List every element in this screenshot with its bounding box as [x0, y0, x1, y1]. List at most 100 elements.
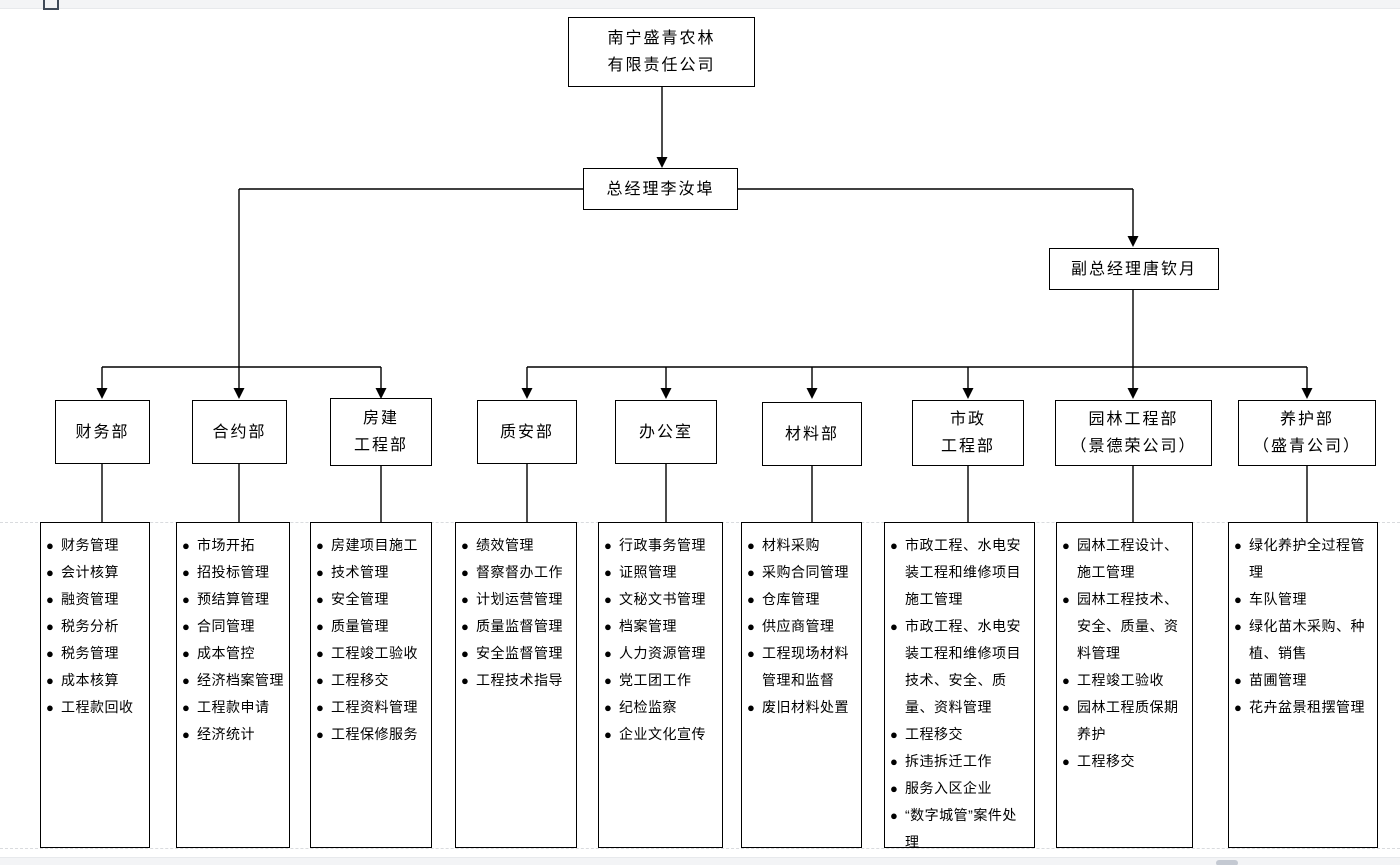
- bullet-icon: ●: [604, 565, 613, 580]
- duty-item: ●工程保修服务: [316, 721, 428, 748]
- deputy-general-manager-box: 副总经理唐钦月: [1049, 248, 1219, 290]
- dept-name-line2: 工程部: [353, 437, 408, 454]
- dept-box-contract: 合约部: [192, 400, 287, 464]
- duty-item: ●花卉盆景租摆管理: [1234, 694, 1374, 721]
- bullet-icon: ●: [316, 673, 325, 688]
- bullet-icon: ●: [747, 700, 756, 715]
- general-manager-label: 总经理李汝埠: [606, 180, 715, 198]
- duty-text: 花卉盆景租摆管理: [1249, 699, 1365, 715]
- bullet-icon: ●: [461, 538, 470, 553]
- duty-list-box-contract: ●市场开拓●招投标管理●预结算管理●合同管理●成本管控●经济档案管理●工程款申请…: [176, 522, 290, 848]
- duty-item: ●园林工程质保期养护: [1062, 694, 1189, 748]
- bullet-icon: ●: [1062, 538, 1071, 553]
- duty-text: 工程移交: [1077, 753, 1135, 769]
- duty-item: ●会计核算: [46, 559, 146, 586]
- duty-text: 工程款回收: [61, 699, 134, 715]
- duty-text: 税务分析: [61, 618, 119, 634]
- bottom-statusbar-strip: [0, 857, 1400, 865]
- duty-list-box-landscape-engineering: ●园林工程设计、施工管理●园林工程技术、安全、质量、资料管理●工程竣工验收●园林…: [1056, 522, 1193, 848]
- bullet-icon: ●: [747, 565, 756, 580]
- duty-item: ●安全监督管理: [461, 640, 573, 667]
- duty-text: 行政事务管理: [619, 537, 706, 553]
- duty-text: 招投标管理: [197, 564, 270, 580]
- document-icon: [43, 0, 59, 10]
- duty-item: ● 招投标管理: [182, 559, 286, 586]
- company-name-line2: 有限责任公司: [607, 57, 716, 74]
- duty-item: ●市政工程、水电安装工程和维修项目施工管理: [890, 532, 1031, 613]
- bullet-icon: ●: [604, 619, 613, 634]
- duty-item: ● 车队管理: [1234, 586, 1374, 613]
- bullet-icon: ●: [890, 754, 899, 769]
- horizontal-scrollbar-thumb[interactable]: [1216, 860, 1238, 865]
- bullet-icon: ●: [46, 565, 55, 580]
- bullet-icon: ●: [46, 619, 55, 634]
- bullet-icon: ●: [890, 781, 899, 796]
- duty-item: ●工程竣工验收: [316, 640, 428, 667]
- duty-item: ●成本核算: [46, 667, 146, 694]
- duty-item: ●督察督办工作: [461, 559, 573, 586]
- duty-text: “数字城管”案件处理: [905, 807, 1017, 850]
- duty-list: ●材料采购●采购合同管理●仓库管理●供应商管理●工程现场材料管理和监督●废旧材料…: [742, 523, 861, 721]
- bullet-icon: ●: [604, 700, 613, 715]
- dept-box-housing-engineering: 房建 工程部: [330, 398, 432, 466]
- duty-text: 档案管理: [619, 618, 677, 634]
- dept-name: 材料部: [784, 425, 839, 443]
- duty-text: 园林工程质保期养护: [1077, 699, 1179, 742]
- duty-item: ●经济统计: [182, 721, 286, 748]
- duty-item: ● 工程款回收: [46, 694, 146, 721]
- dept-name: 合约部: [212, 423, 267, 441]
- duty-list: ●行政事务管理●证照管理●文秘文书管理●档案管理●人力资源管理●党工团工作●纪检…: [599, 523, 722, 748]
- duty-text: 材料采购: [762, 537, 820, 553]
- duty-list-box-municipal-engineering: ●市政工程、水电安装工程和维修项目施工管理●市政工程、水电安装工程和维修项目技术…: [884, 522, 1035, 850]
- duty-text: 成本管控: [197, 645, 255, 661]
- duty-item: ● 废旧材料处置: [747, 694, 858, 721]
- duty-text: 工程资料管理: [331, 699, 418, 715]
- duty-text: 合同管理: [197, 618, 255, 634]
- bullet-icon: ●: [890, 727, 899, 742]
- duty-item: ●证照管理: [604, 559, 719, 586]
- dept-name: 园林工程部: [1088, 411, 1179, 428]
- duty-text: 废旧材料处置: [762, 699, 849, 715]
- dept-box-landscape-engineering: 园林工程部 （景德荣公司）: [1055, 400, 1212, 466]
- duty-text: 工程移交: [331, 672, 389, 688]
- dept-name: 质安部: [499, 423, 554, 441]
- duty-list: ●园林工程设计、施工管理●园林工程技术、安全、质量、资料管理●工程竣工验收●园林…: [1057, 523, 1192, 775]
- bullet-icon: ●: [182, 619, 191, 634]
- duty-text: 工程竣工验收: [1077, 672, 1164, 688]
- duty-text: 党工团工作: [619, 672, 692, 688]
- dept-name: 办公室: [638, 423, 693, 441]
- duty-text: 供应商管理: [762, 618, 835, 634]
- duty-item: ● 税务分析: [46, 613, 146, 640]
- dept-name: 财务部: [75, 423, 130, 441]
- duty-text: 经济档案管理: [197, 672, 284, 688]
- duty-text: 计划运营管理: [476, 591, 563, 607]
- duty-item: ●材料采购: [747, 532, 858, 559]
- duty-text: 苗圃管理: [1249, 672, 1307, 688]
- duty-item: ●工程技术指导: [461, 667, 573, 694]
- dept-box-municipal-engineering: 市政 工程部: [912, 400, 1024, 466]
- bullet-icon: ●: [1234, 592, 1243, 607]
- duty-text: 服务入区企业: [905, 780, 992, 796]
- duty-item: ●安全管理: [316, 586, 428, 613]
- duty-text: 车队管理: [1249, 591, 1307, 607]
- bullet-icon: ●: [182, 700, 191, 715]
- bullet-icon: ●: [604, 646, 613, 661]
- duty-item: ●仓库管理: [747, 586, 858, 613]
- duty-list-box-housing-engineering: ●房建项目施工●技术管理●安全管理●质量管理●工程竣工验收●工程移交●工程资料管…: [310, 522, 432, 848]
- duty-item: ●工程款申请: [182, 694, 286, 721]
- duty-text: 绿化养护全过程管理: [1249, 537, 1365, 580]
- bullet-icon: ●: [461, 565, 470, 580]
- duty-item: ●工程移交: [890, 721, 1031, 748]
- duty-text: 绿化苗木采购、种植、销售: [1249, 618, 1365, 661]
- duty-item: ●采购合同管理: [747, 559, 858, 586]
- duty-text: 仓库管理: [762, 591, 820, 607]
- bullet-icon: ●: [182, 565, 191, 580]
- bullet-icon: ●: [46, 700, 55, 715]
- duty-list: ●绿化养护全过程管理●车队管理●绿化苗木采购、种植、销售●苗圃管理●花卉盆景租摆…: [1229, 523, 1377, 721]
- duty-list-box-maintenance: ●绿化养护全过程管理●车队管理●绿化苗木采购、种植、销售●苗圃管理●花卉盆景租摆…: [1228, 522, 1378, 848]
- duty-item: ●税务管理: [46, 640, 146, 667]
- duty-text: 市场开拓: [197, 537, 255, 553]
- duty-list: ●财务管理●会计核算●融资管理●税务分析●税务管理●成本核算●工程款回收: [41, 523, 149, 721]
- duty-list: ●市政工程、水电安装工程和维修项目施工管理●市政工程、水电安装工程和维修项目技术…: [885, 523, 1034, 856]
